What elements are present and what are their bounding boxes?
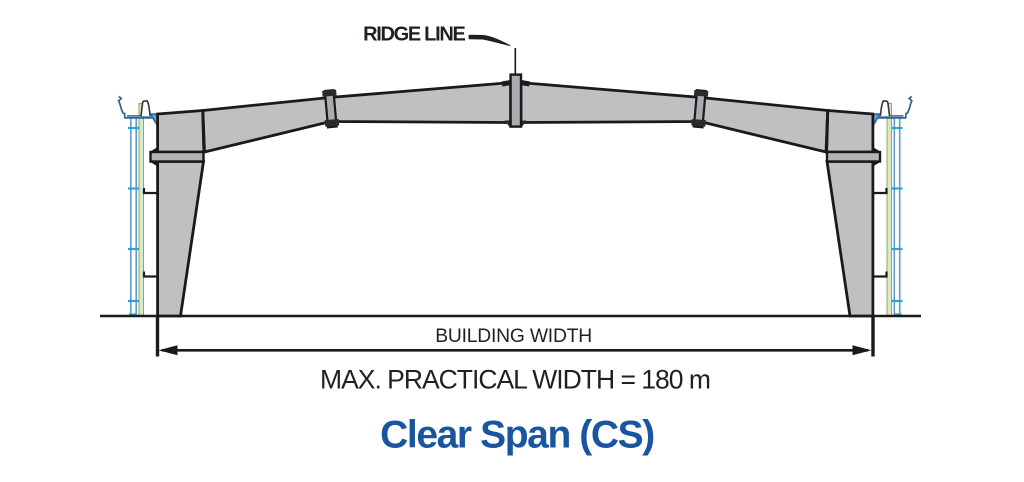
svg-text:RIDGE LINE: RIDGE LINE <box>363 24 465 46</box>
svg-text:BUILDING WIDTH: BUILDING WIDTH <box>435 326 592 347</box>
svg-text:MAX. PRACTICAL WIDTH = 180 m: MAX. PRACTICAL WIDTH = 180 m <box>320 364 710 394</box>
svg-text:Clear Span (CS): Clear Span (CS) <box>380 414 654 457</box>
